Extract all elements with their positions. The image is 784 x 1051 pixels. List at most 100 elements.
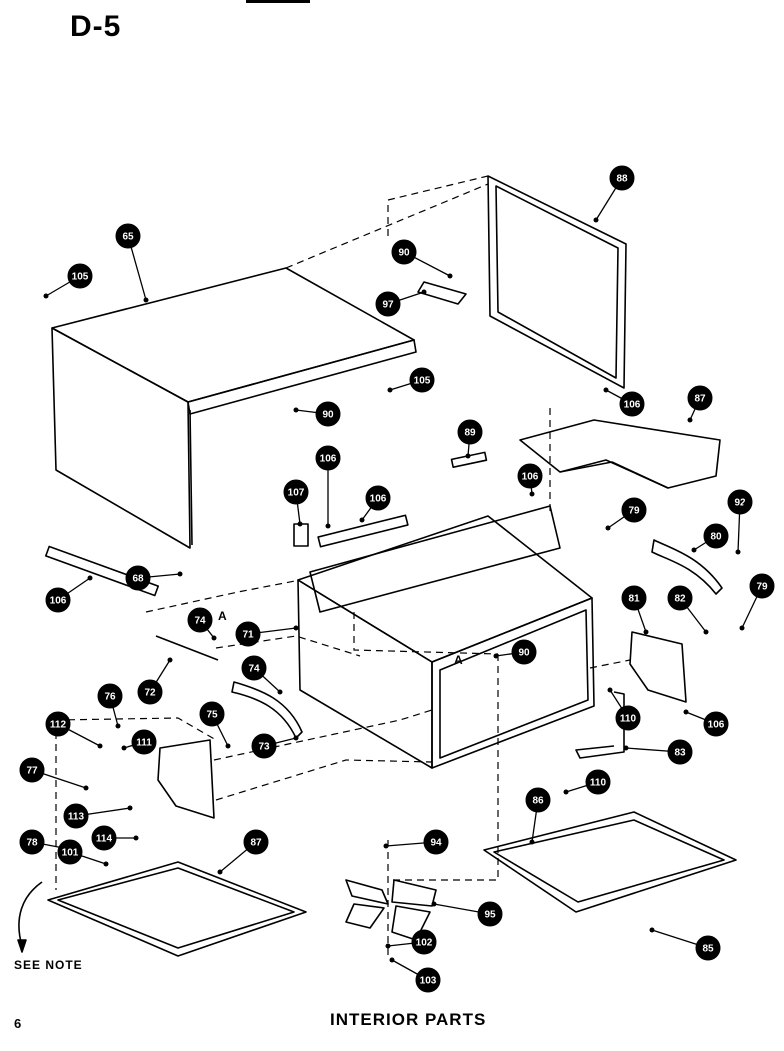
callout-label: 68 xyxy=(132,574,144,585)
figure-caption: INTERIOR PARTS xyxy=(330,1010,487,1029)
callout-bubble xyxy=(45,587,71,613)
callout-bubble xyxy=(235,621,261,647)
callout-bubble xyxy=(251,733,277,759)
callout-label: 80 xyxy=(710,532,722,543)
callout-bubble xyxy=(187,607,213,633)
callout-label: 74 xyxy=(194,616,206,627)
callout-anchor xyxy=(593,217,599,223)
callout-bubble xyxy=(409,367,435,393)
callout-label: 94 xyxy=(430,838,442,849)
callout-bubble xyxy=(315,445,341,471)
callout-anchor xyxy=(739,625,745,631)
see-note-label: SEE NOTE xyxy=(14,958,83,972)
callout-bubble xyxy=(19,829,45,855)
callout-anchor xyxy=(385,943,391,949)
callout-label: 102 xyxy=(416,938,433,949)
trim-strip-side xyxy=(44,545,160,597)
mounting-plate xyxy=(293,523,309,547)
callout-label: 113 xyxy=(68,812,85,823)
callout-bubble xyxy=(619,391,645,417)
callout-bubble xyxy=(667,739,693,765)
page-number: 6 xyxy=(14,1016,22,1031)
callout-anchor xyxy=(133,835,139,841)
callout-bubble xyxy=(315,401,341,427)
oven-cavity xyxy=(297,505,595,769)
callout-bubble xyxy=(19,757,45,783)
back-panel xyxy=(487,175,627,389)
callout-bubble xyxy=(131,729,157,755)
callout-anchor xyxy=(293,625,299,631)
callout-bubble xyxy=(243,829,269,855)
callout-label: 110 xyxy=(590,778,607,789)
callout-bubble xyxy=(667,585,693,611)
callout-bubble xyxy=(695,935,721,961)
rod xyxy=(155,635,219,661)
callout-label: 106 xyxy=(522,472,539,483)
callout-label: 97 xyxy=(382,300,394,311)
callout-label: 114 xyxy=(96,834,113,845)
switch-bracket-right xyxy=(629,631,687,703)
callout-label: 85 xyxy=(702,944,714,955)
callout-bubble xyxy=(375,291,401,317)
callout-anchor xyxy=(431,901,437,907)
callout-anchor xyxy=(389,957,395,963)
callout-label: 88 xyxy=(616,174,628,185)
callout-bubble xyxy=(457,419,483,445)
callout-anchor xyxy=(211,635,217,641)
callout-label: 103 xyxy=(420,976,437,987)
callout-label: 105 xyxy=(414,376,431,387)
callout-bubble xyxy=(517,463,543,489)
callout-bubble xyxy=(241,655,267,681)
callout-label: 78 xyxy=(26,838,38,849)
callout-anchor xyxy=(97,743,103,749)
callout-anchor xyxy=(623,745,629,751)
callout-label: 79 xyxy=(756,582,768,593)
callout-anchor xyxy=(529,839,535,845)
callout-bubble xyxy=(199,701,225,727)
callout-bubble xyxy=(585,769,611,795)
callout-bubble xyxy=(365,485,391,511)
callout-label: 81 xyxy=(628,594,640,605)
callout-label: 75 xyxy=(206,710,218,721)
callout-label: 106 xyxy=(320,454,337,465)
callout-anchor xyxy=(359,517,365,523)
callout-label: 90 xyxy=(322,410,334,421)
angle-bracket xyxy=(575,691,625,759)
callout-label: 106 xyxy=(708,720,725,731)
callout-bubble xyxy=(283,479,309,505)
callout-bubble xyxy=(621,497,647,523)
callout-anchor xyxy=(691,547,697,553)
callout-bubble xyxy=(411,929,437,955)
switch-bracket-left xyxy=(157,739,215,819)
callout-label: 110 xyxy=(620,714,637,725)
callout-label: 76 xyxy=(104,692,116,703)
bottom-tray xyxy=(483,811,737,913)
shield-strip xyxy=(417,281,467,305)
waveguide-cover xyxy=(519,419,721,489)
callout-anchor xyxy=(293,735,299,741)
callout-anchor xyxy=(225,743,231,749)
callout-label: 90 xyxy=(518,648,530,659)
glass-tray xyxy=(47,861,307,957)
callout-anchor xyxy=(447,273,453,279)
callout-anchor xyxy=(43,293,49,299)
callout-label: 90 xyxy=(398,248,410,259)
callout-label: 83 xyxy=(674,748,686,759)
callout-label: 92 xyxy=(734,498,746,509)
callout-label: 72 xyxy=(144,688,156,699)
callout-anchor xyxy=(177,571,183,577)
callout-anchor xyxy=(143,297,149,303)
callout-anchor xyxy=(87,575,93,581)
callout-anchor xyxy=(297,521,303,527)
callout-anchor xyxy=(683,709,689,715)
trim-strip-top xyxy=(317,514,409,548)
reference-marker: A xyxy=(742,497,751,511)
callout-label: 82 xyxy=(674,594,686,605)
callout-bubble xyxy=(415,967,441,993)
see-note-arrowhead xyxy=(17,939,27,953)
callout-anchor xyxy=(607,687,613,693)
callout-label: 112 xyxy=(50,720,67,731)
callout-bubble xyxy=(67,263,93,289)
callout-label: 95 xyxy=(484,910,496,921)
